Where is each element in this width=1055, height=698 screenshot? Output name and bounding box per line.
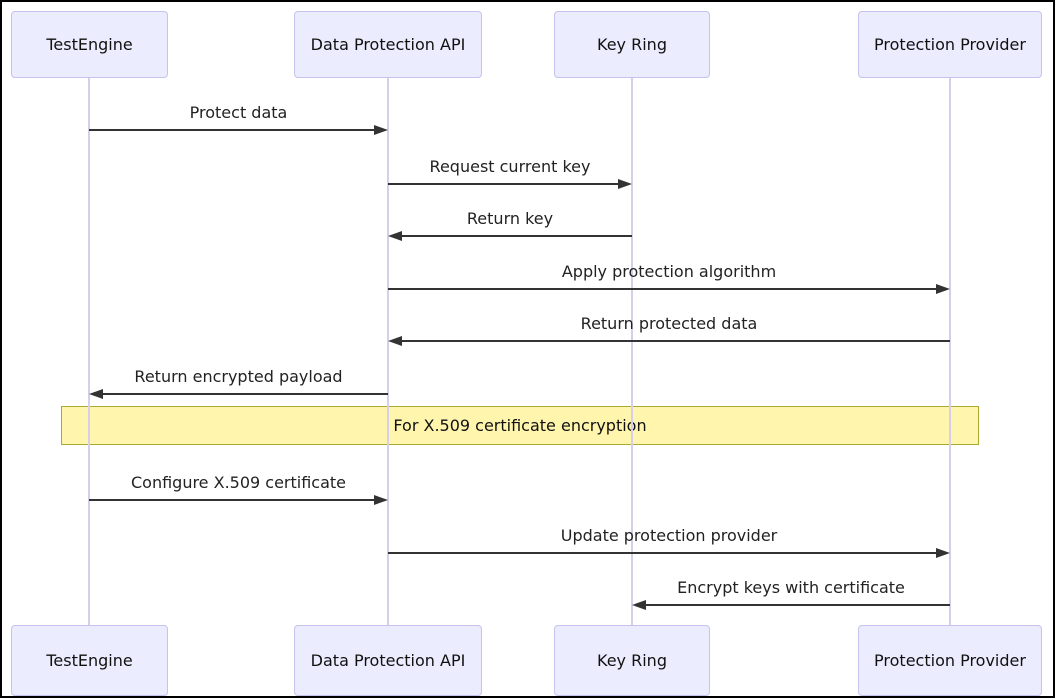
arrowhead-icon	[388, 336, 402, 346]
message-label: Update protection provider	[560, 526, 778, 545]
message-line	[400, 235, 632, 237]
actor-box-data-protection-api-top: Data Protection API	[294, 11, 482, 78]
message-line	[89, 129, 376, 131]
message-label: Apply protection algorithm	[561, 262, 777, 281]
message-line	[388, 288, 938, 290]
actor-box-key-ring-top: Key Ring	[554, 11, 710, 78]
message-line	[89, 499, 376, 501]
arrowhead-icon	[632, 600, 646, 610]
message-label: Return encrypted payload	[134, 367, 343, 386]
message-label: Request current key	[429, 157, 591, 176]
actor-label: Protection Provider	[874, 651, 1026, 670]
message-label: Encrypt keys with certificate	[677, 578, 905, 597]
lifeline-key-ring	[631, 78, 633, 625]
lifeline-test-engine	[88, 78, 90, 625]
actor-box-protection-provider-top: Protection Provider	[858, 11, 1042, 78]
actor-box-key-ring-bottom: Key Ring	[554, 625, 710, 696]
message-line	[644, 604, 950, 606]
lifeline-data-protection-api	[387, 78, 389, 625]
message-label: Protect data	[189, 103, 288, 122]
actor-box-data-protection-api-bottom: Data Protection API	[294, 625, 482, 696]
actor-label: Data Protection API	[310, 651, 466, 670]
actor-label: Key Ring	[597, 651, 667, 670]
actor-label: Key Ring	[597, 35, 667, 54]
actor-label: TestEngine	[46, 651, 133, 670]
actor-box-protection-provider-bottom: Protection Provider	[858, 625, 1042, 696]
arrowhead-icon	[936, 284, 950, 294]
lifeline-protection-provider	[949, 78, 951, 625]
message-line	[388, 552, 938, 554]
actor-label: TestEngine	[46, 35, 133, 54]
arrowhead-icon	[89, 389, 103, 399]
actor-label: Data Protection API	[310, 35, 466, 54]
arrowhead-icon	[618, 179, 632, 189]
actor-box-test-engine-top: TestEngine	[11, 11, 168, 78]
arrowhead-icon	[936, 548, 950, 558]
actor-box-test-engine-bottom: TestEngine	[11, 625, 168, 696]
message-line	[400, 340, 950, 342]
message-label: Return key	[466, 209, 554, 228]
note-x509-certificate-encryption: For X.509 certificate encryption	[61, 406, 979, 445]
message-line	[101, 393, 388, 395]
arrowhead-icon	[388, 231, 402, 241]
message-label: Configure X.509 certificate	[130, 473, 347, 492]
actor-label: Protection Provider	[874, 35, 1026, 54]
message-line	[388, 183, 620, 185]
message-label: Return protected data	[580, 314, 758, 333]
arrowhead-icon	[374, 495, 388, 505]
arrowhead-icon	[374, 125, 388, 135]
